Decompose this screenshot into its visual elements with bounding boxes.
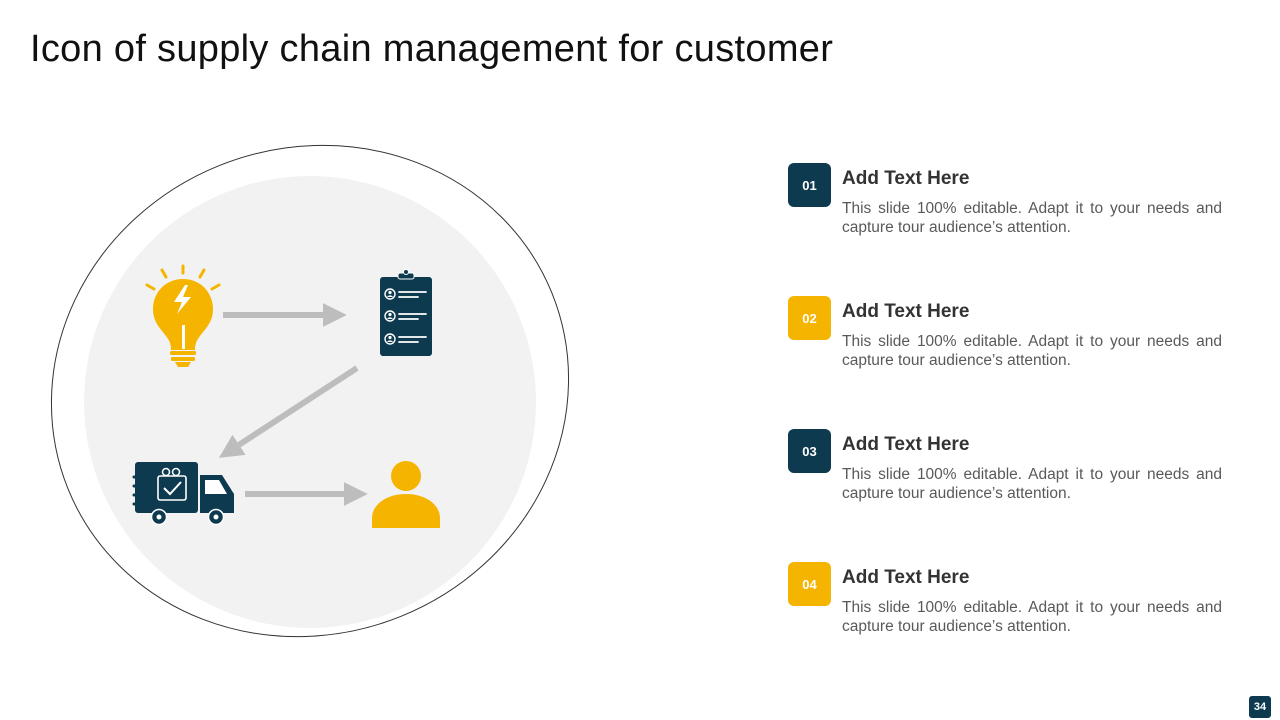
item-title: Add Text Here <box>842 434 970 455</box>
list-item: 02 Add Text Here This slide 100% editabl… <box>788 296 1228 376</box>
item-title: Add Text Here <box>842 301 970 322</box>
delivery-truck-icon <box>132 462 234 526</box>
list-item: 04 Add Text Here This slide 100% editabl… <box>788 562 1228 642</box>
item-title: Add Text Here <box>842 567 970 588</box>
clipboard-checklist-icon <box>380 269 432 356</box>
page-number: 34 <box>1249 696 1271 718</box>
supply-chain-diagram <box>50 144 570 638</box>
outline-ellipse <box>50 144 570 638</box>
list-item: 03 Add Text Here This slide 100% editabl… <box>788 429 1228 509</box>
item-description: This slide 100% editable. Adapt it to yo… <box>842 466 1222 502</box>
customer-person-icon <box>372 461 440 528</box>
item-number-badge: 03 <box>788 429 831 473</box>
slide-title: Icon of supply chain management for cust… <box>30 28 834 70</box>
item-title: Add Text Here <box>842 168 970 189</box>
lightbulb-icon <box>145 264 221 367</box>
item-number-badge: 02 <box>788 296 831 340</box>
item-description: This slide 100% editable. Adapt it to yo… <box>842 200 1222 236</box>
arrow-clipboard-to-truck <box>218 365 359 458</box>
item-description: This slide 100% editable. Adapt it to yo… <box>842 333 1222 369</box>
list-item: 01 Add Text Here This slide 100% editabl… <box>788 163 1228 243</box>
item-number-badge: 04 <box>788 562 831 606</box>
item-description: This slide 100% editable. Adapt it to yo… <box>842 599 1222 635</box>
item-number-badge: 01 <box>788 163 831 207</box>
